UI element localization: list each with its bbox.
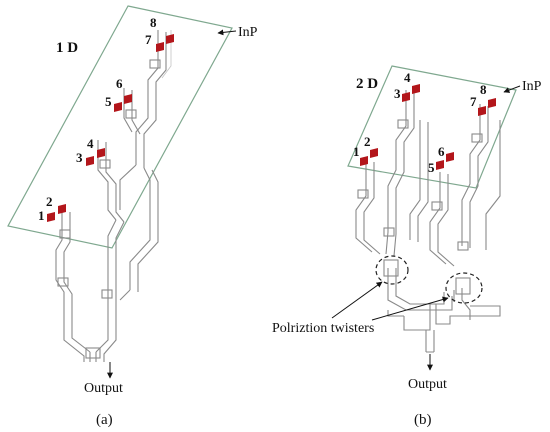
electrode-a-4 (97, 148, 105, 158)
electrode-a-8 (166, 34, 174, 44)
electrode-a-7 (156, 42, 164, 52)
panel-a-title: 1 D (56, 40, 78, 56)
port-label-a-4: 4 (87, 136, 94, 151)
panel-a-waveguide-network (55, 30, 172, 362)
port-label-a-5: 5 (105, 94, 112, 109)
electrode-b-6 (446, 152, 454, 162)
electrode-b-2 (370, 148, 378, 158)
port-label-b-7: 7 (470, 94, 477, 109)
panel-b-electrodes (360, 84, 496, 170)
port-label-b-1: 1 (353, 144, 360, 159)
port-label-a-6: 6 (116, 76, 123, 91)
panel-a-electrodes (47, 34, 174, 222)
port-label-b-3: 3 (394, 86, 401, 101)
panel-a: 1 2 3 4 5 6 7 8 1 D InP Output (a) (7, 5, 258, 428)
panel-b-waveguide-network (355, 90, 501, 353)
panel-a-inp-plane (7, 5, 233, 249)
panel-b-twister-label: Polriztion twisters (272, 321, 374, 336)
port-label-a-8: 8 (150, 15, 157, 30)
port-label-a-2: 2 (46, 194, 53, 209)
panel-b-caption: (b) (414, 412, 432, 428)
electrode-a-2 (58, 204, 66, 214)
panel-b-inp-plane (347, 65, 517, 189)
electrode-b-5 (436, 160, 444, 170)
port-label-a-3: 3 (76, 150, 83, 165)
port-label-b-4: 4 (404, 70, 411, 85)
port-label-b-5: 5 (428, 160, 435, 175)
panel-b: 1 2 3 4 5 6 7 8 2 D InP Polriztion twist… (272, 65, 542, 428)
port-label-b-2: 2 (364, 134, 371, 149)
electrode-a-3 (86, 156, 94, 166)
panel-a-caption: (a) (96, 412, 113, 428)
electrode-a-1 (47, 212, 55, 222)
panel-b-inp-label: InP (522, 79, 542, 94)
electrode-b-4 (412, 84, 420, 94)
electrode-b-8 (488, 98, 496, 108)
twister-highlight-left (375, 255, 409, 285)
twister-highlight-right (445, 272, 483, 304)
electrode-a-6 (124, 94, 132, 104)
port-label-b-6: 6 (438, 144, 445, 159)
panel-a-inp-label: InP (238, 25, 258, 40)
port-label-a-7: 7 (145, 32, 152, 47)
panel-b-title: 2 D (356, 76, 378, 92)
electrode-b-3 (402, 92, 410, 102)
electrode-b-1 (360, 156, 368, 166)
port-label-b-8: 8 (480, 82, 487, 97)
panel-a-output-label: Output (84, 381, 123, 396)
twister-arrow-right (371, 296, 449, 321)
panel-b-inp-arrow (503, 85, 521, 93)
electrode-b-7 (478, 106, 486, 116)
twister-arrow-left (331, 281, 383, 319)
panel-a-inp-arrow (217, 29, 237, 36)
electrode-a-5 (114, 102, 122, 112)
panel-b-output-label: Output (408, 377, 447, 392)
port-label-a-1: 1 (38, 208, 45, 223)
